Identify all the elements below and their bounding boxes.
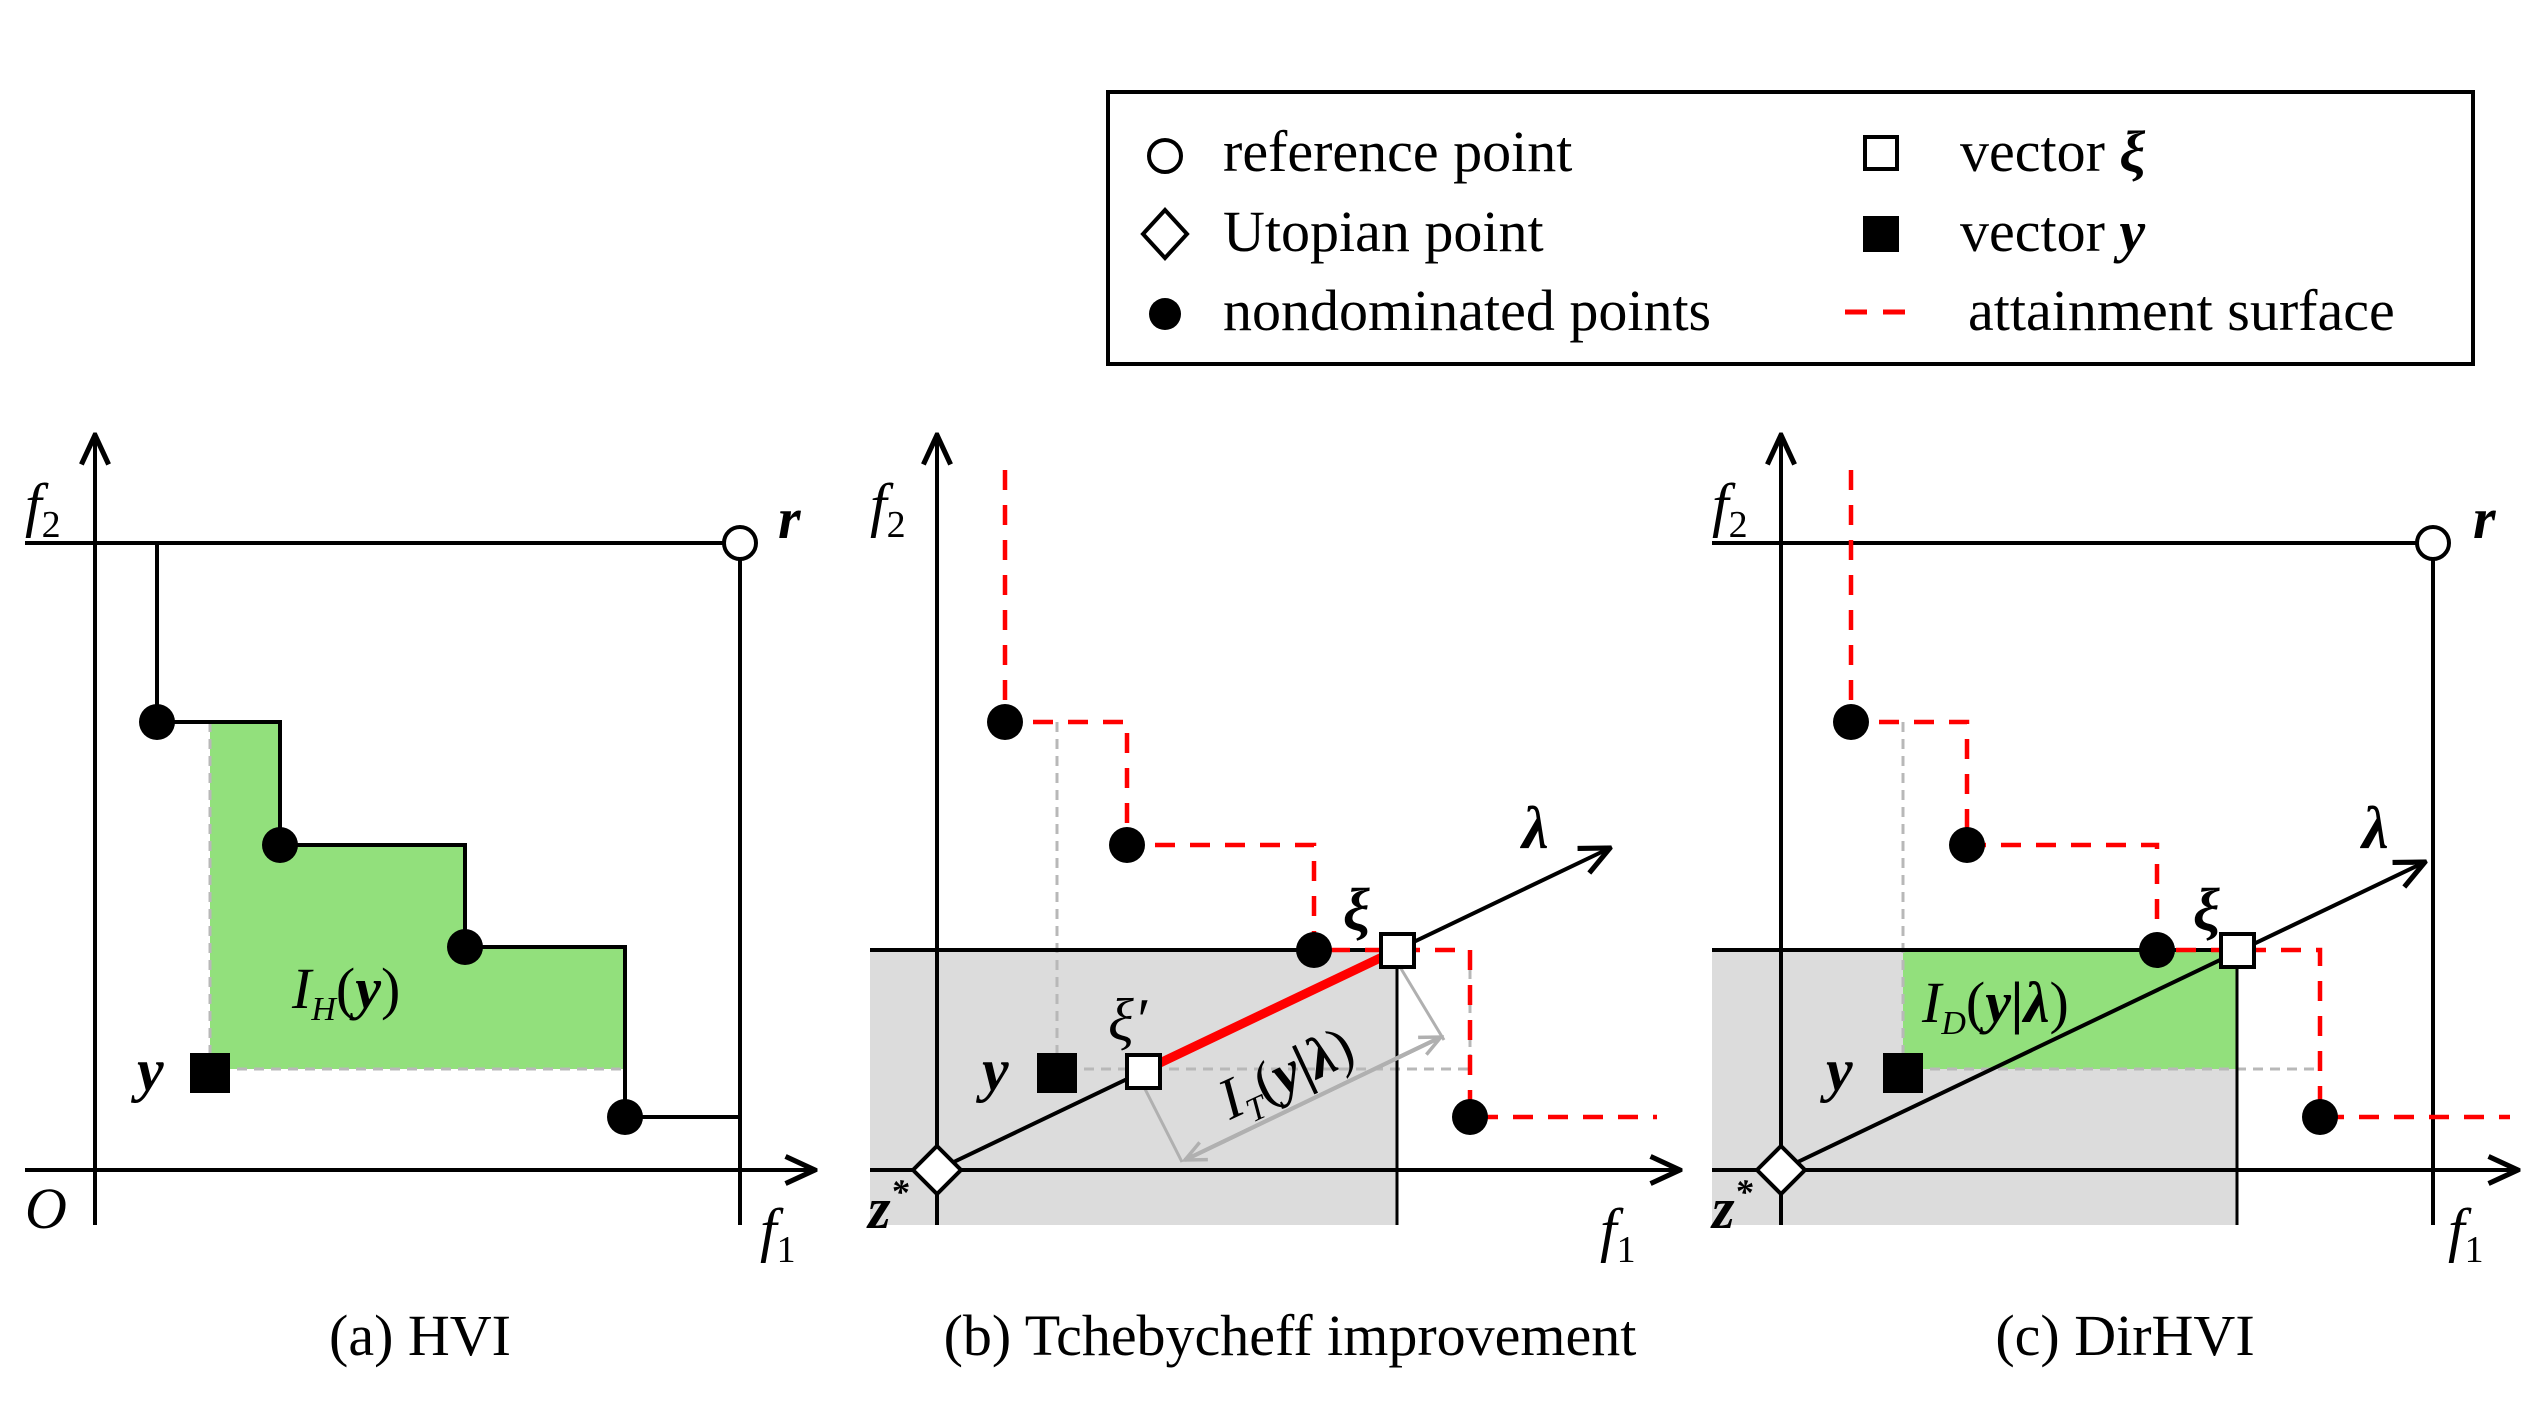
hvi-region [210,722,625,1069]
panel-dirhvi: λ ξ r y ID(y|λ) f2 f1 z* (c) DirHVI [1710,435,2518,1368]
nondominated-point [1833,704,1869,740]
nondominated-point [139,704,175,740]
caption-hvi: (a) HVI [329,1303,511,1368]
utopian-point [910,1143,964,1197]
vector-xi [2219,932,2256,969]
nondominated-point [987,704,1023,740]
nondominated-point [2302,1099,2338,1135]
nondominated-point [1452,1099,1488,1135]
lambda-label: λ [1519,795,1549,861]
panel-tchebycheff: λ ξ ξ′ y IT(y|λ) f2 f1 z* (b) Tchebychef… [866,435,1680,1368]
attainment-surface [1848,470,2510,1120]
legend-label-nondominated-points: nondominated points [1223,278,1711,343]
reference-point-marker [1147,138,1183,174]
origin-label: O [25,1176,67,1241]
vector-xi-marker [1863,135,1899,171]
nondominated-point [607,1099,643,1135]
f2-axis-label: f2 [25,472,61,546]
vector-y-label: y [1820,1037,1853,1103]
vector-y [190,1053,230,1093]
reference-point [722,525,758,561]
legend-label-reference-point: reference point [1223,119,1572,184]
attainment-surface [1002,470,1657,1120]
reference-point-label: r [778,486,801,551]
nondominated-point [1109,827,1145,863]
reference-point [2415,525,2451,561]
legend: reference point Utopian point nondominat… [1106,90,2475,366]
legend-label-attainment-surface: attainment surface [1968,278,2395,343]
guide-dashed-lines [1055,722,1472,1071]
reference-point-label: r [2473,486,2496,551]
lambda-direction-line [1780,862,2425,1172]
vector-y-label: y [131,1037,164,1103]
lambda-label: λ [2359,795,2389,861]
legend-label-utopian-point: Utopian point [1223,199,1544,264]
nondominated-point [262,827,298,863]
xi-label: ξ [2193,877,2220,943]
improvement-measure [1141,961,1446,1163]
f2-axis-label: f2 [870,472,906,546]
utopian-point [1754,1143,1808,1197]
vector-xi [1379,932,1416,969]
legend-label-vector-y: vector y [1960,199,2145,264]
caption-tchebycheff: (b) Tchebycheff improvement [944,1303,1637,1368]
nondominated-point-marker [1149,298,1181,330]
vector-y [1883,1053,1923,1093]
nondominated-point [1296,932,1332,968]
tchebycheff-improvement-segment [1141,945,1399,1076]
caption-dirhvi: (c) DirHVI [1995,1303,2254,1368]
f2-axis-label: f2 [1712,472,1748,546]
dirhvi-label: ID(y|λ) [1921,970,2069,1042]
panel-hvi: r y IH(y) f2 f1 O (a) HVI [25,435,815,1368]
vector-y-label: y [976,1037,1009,1103]
xi-label: ξ [1343,877,1370,943]
f1-axis-label: f1 [760,1197,796,1271]
legend-box [1106,90,2475,366]
legend-label-vector-xi: vector ξ [1960,119,2145,184]
xi-prime-label: ξ′ [1108,987,1148,1053]
utopian-label: z* [1710,1172,1754,1241]
f1-axis-label: f1 [1600,1197,1636,1271]
nondominated-point [2139,932,2175,968]
pareto-staircase [155,543,740,1119]
vector-y [1037,1053,1077,1093]
dirhvi-region [1903,950,2237,1069]
f1-axis-label: f1 [2448,1197,2484,1271]
hvi-label: IH(y) [291,956,400,1028]
utopian-point-marker [1140,207,1190,261]
utopian-label: z* [866,1172,910,1241]
nondominated-point [1949,827,1985,863]
nondominated-point [447,929,483,965]
vector-y-marker [1863,216,1899,252]
vector-xi-prime [1125,1053,1162,1090]
